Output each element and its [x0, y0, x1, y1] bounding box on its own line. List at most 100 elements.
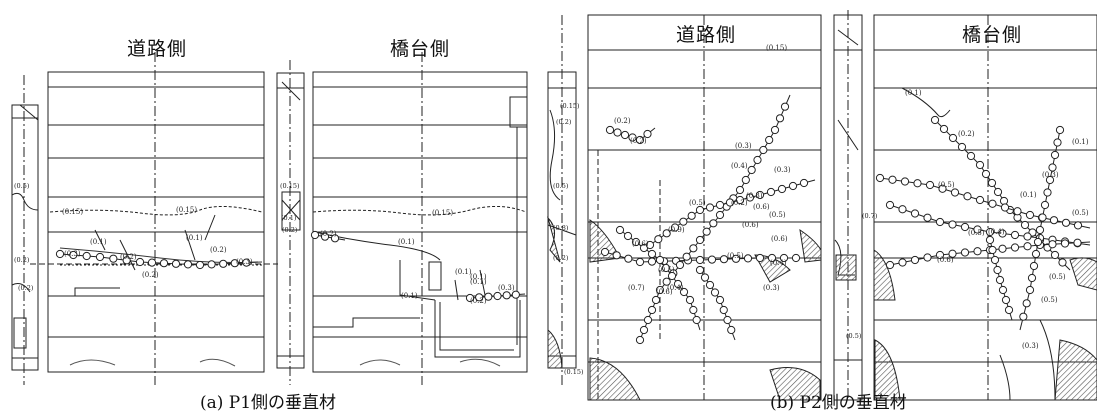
crack-marker [682, 252, 691, 261]
crack-marker [885, 200, 895, 210]
crack-marker [1001, 295, 1011, 305]
crack-marker [1004, 305, 1014, 315]
crack-marker [511, 290, 520, 299]
crack-marker [631, 237, 641, 247]
crack-width-labels: (0.15)(0.15)(0.1)(0.1)(0.2)(0.3)(0.3)(0.… [14, 44, 1089, 376]
crack-marker [723, 315, 732, 325]
crack-marker [1029, 261, 1039, 271]
crack-width-label: (0.4) [988, 228, 1005, 236]
crack-marker [960, 248, 970, 257]
crack-width-label: (0.1) [398, 238, 415, 246]
crack-width-label: (0.2) [630, 137, 647, 145]
crack-width-label: (0.15) [62, 208, 83, 216]
crack-width-label: (0.5) [727, 252, 744, 260]
crack-marker [207, 260, 216, 269]
crack-marker [147, 258, 157, 267]
figure-b-p2 [547, 10, 1097, 401]
crack-marker [913, 179, 922, 188]
side-strip-a-mid [276, 60, 305, 385]
crack-marker [330, 234, 340, 243]
crack-marker [230, 259, 239, 268]
crack-marker [987, 178, 997, 188]
crack-marker [719, 255, 729, 264]
crack-width-label: (0.1) [455, 268, 472, 276]
crack-marker [780, 102, 790, 111]
crack-marker [122, 256, 131, 265]
crack-marker [743, 254, 753, 263]
crack-marker [950, 188, 960, 197]
crack-marker [1035, 225, 1045, 235]
crack-marker [755, 253, 765, 263]
crack-marker [628, 133, 637, 142]
crack-marker [735, 195, 745, 205]
crack-marker [643, 129, 652, 139]
crack-marker [612, 251, 621, 260]
crack-marker [1053, 138, 1062, 147]
crack-marker [195, 260, 205, 270]
crack-marker [600, 247, 610, 257]
crack-marker [898, 205, 907, 214]
crack-marker [171, 259, 181, 268]
crack-marker [615, 225, 625, 235]
crack-width-label: (0.1) [1020, 191, 1037, 199]
crack-width-label: (0.1) [186, 234, 203, 242]
crack-marker [981, 169, 991, 179]
crack-marker [1025, 210, 1035, 220]
crack-marker [1073, 238, 1082, 247]
crack-marker [1055, 125, 1065, 135]
crack-marker [661, 263, 671, 273]
crack-marker [998, 244, 1007, 253]
crack-marker [770, 125, 780, 135]
crack-marker [667, 271, 677, 281]
crack-marker [719, 305, 728, 315]
crack-marker [623, 231, 633, 241]
crack-marker [998, 229, 1007, 238]
crack-width-label: (0.6) [753, 203, 770, 211]
crack-width-label: (0.4) [770, 259, 787, 267]
crack-marker [910, 209, 920, 218]
panel-b-abutment [873, 14, 1097, 401]
crack-marker [655, 255, 665, 265]
crack-marker [662, 229, 671, 238]
crack-marker [741, 175, 750, 185]
crack-marker [766, 187, 776, 197]
side-crack-label: (0.2) [556, 118, 572, 126]
panel-a-abutment [312, 52, 528, 385]
crack-marker [82, 251, 91, 261]
crack-beads-b-road [600, 94, 816, 345]
crack-marker [55, 249, 65, 259]
crack-marker [948, 249, 957, 258]
crack-width-label: (0.5) [1041, 296, 1058, 304]
crack-marker [673, 279, 683, 289]
crack-width-label: (0.3) [236, 258, 253, 266]
crack-marker [799, 178, 809, 188]
side-crack-label: (0.7) [862, 212, 878, 220]
crack-marker [973, 225, 982, 234]
crack-width-label: (0.6) [742, 221, 759, 229]
side-crack-label: (0.5) [553, 182, 569, 190]
crack-marker [705, 280, 715, 290]
crack-marker [635, 257, 645, 267]
crack-marker [765, 135, 774, 145]
crack-marker [957, 142, 967, 152]
crack-marker [620, 130, 630, 140]
crack-marker [655, 285, 665, 295]
crack-marker [923, 253, 932, 262]
crack-marker [948, 133, 958, 143]
crack-marker [605, 125, 615, 135]
crack-width-label: (0.6) [632, 240, 649, 248]
crack-width-label: (0.1) [90, 238, 107, 246]
crack-marker [910, 255, 920, 265]
side-crack-label: (0.8) [553, 224, 569, 232]
crack-marker [700, 273, 710, 282]
crack-marker [777, 184, 787, 194]
side-crack-label: (0.2) [18, 284, 34, 292]
crack-line [639, 94, 791, 341]
crack-marker [689, 244, 698, 253]
caption-b: (b) P2側の垂直材 [770, 393, 907, 413]
crack-width-label: (0.15) [176, 206, 197, 214]
crack-marker [923, 213, 932, 222]
crack-marker [159, 259, 169, 268]
crack-marker [613, 128, 622, 137]
